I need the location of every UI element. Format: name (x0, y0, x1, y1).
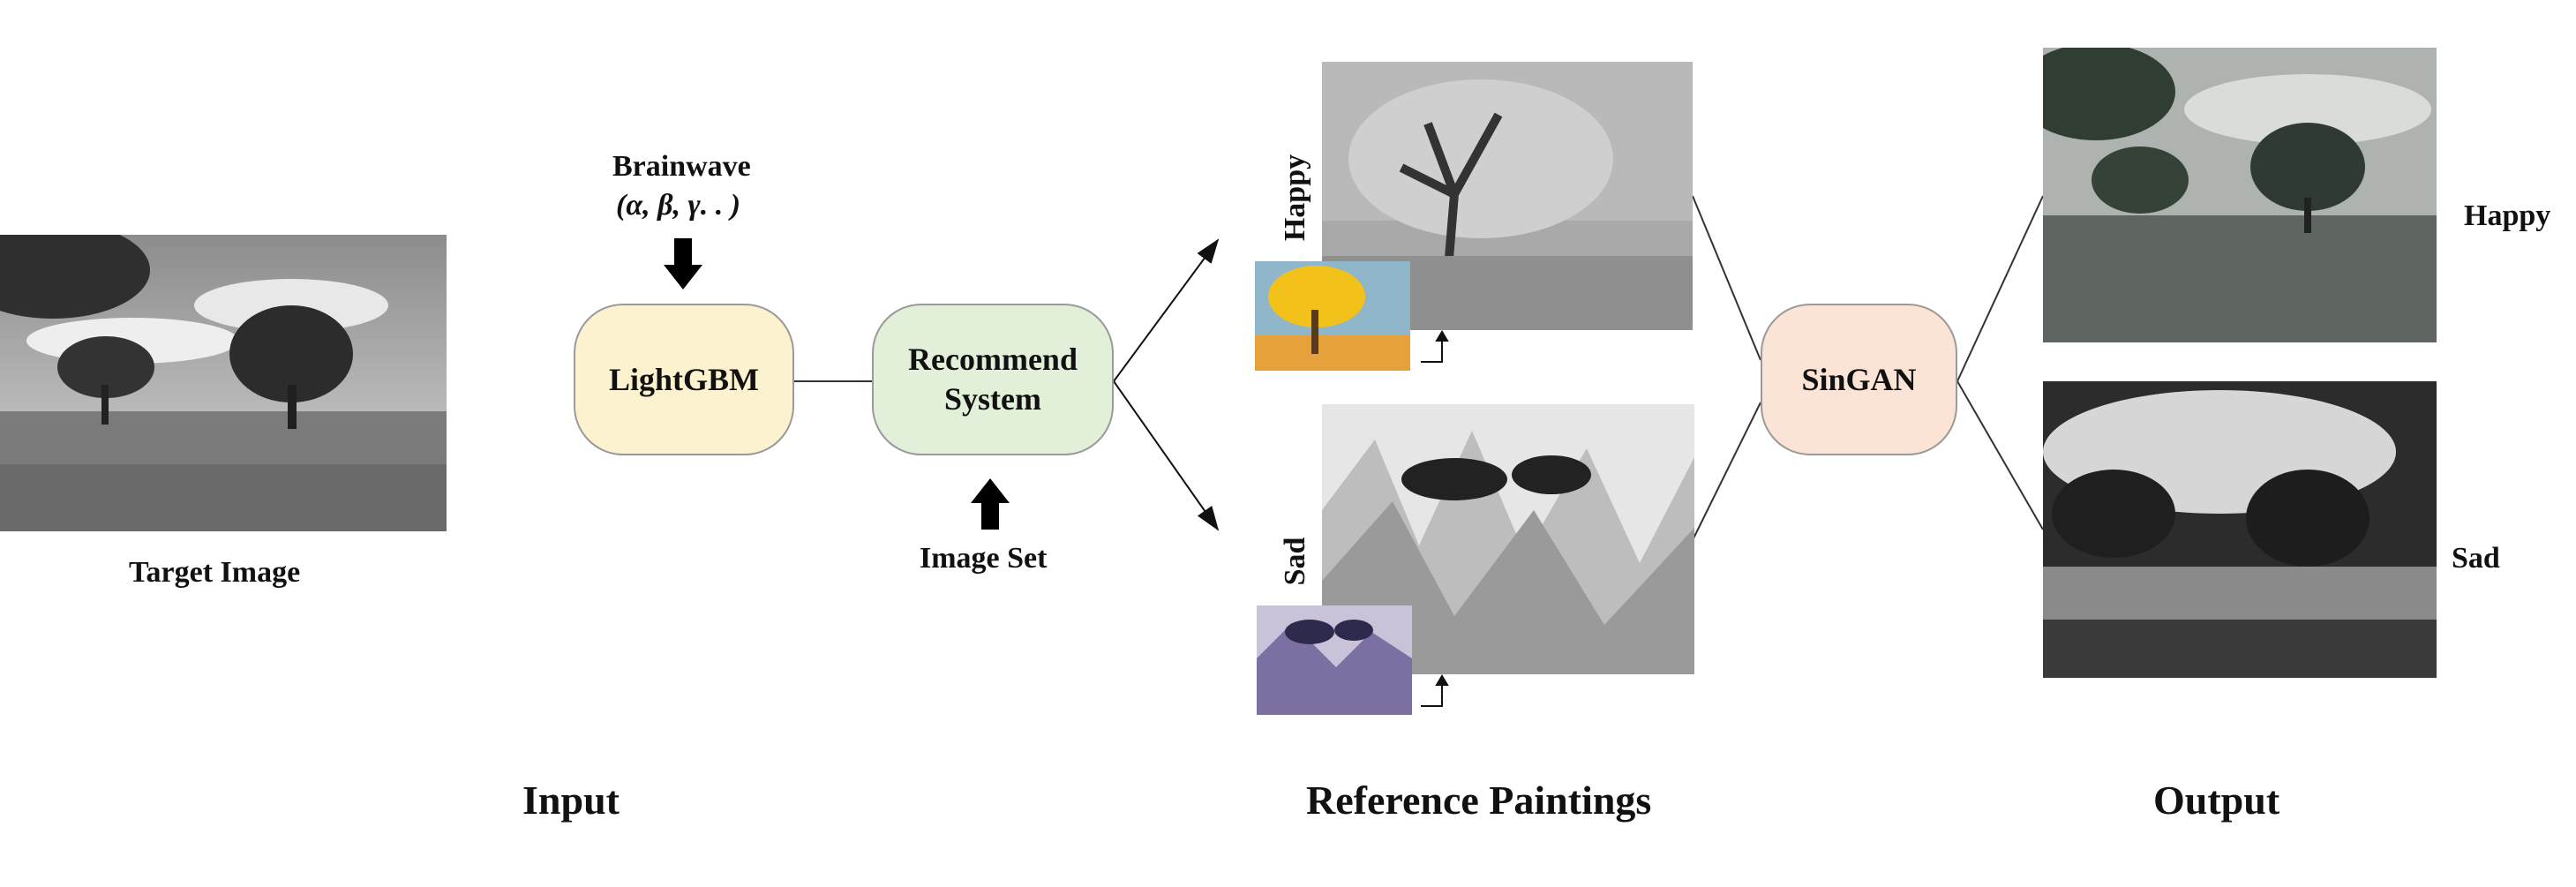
target-image (0, 235, 447, 531)
recommend-label-line2: System (944, 381, 1041, 417)
edge-sad-singan (1692, 402, 1761, 541)
section-input-label: Input (522, 778, 620, 823)
reference-sad-label: Sad (1279, 537, 1311, 586)
recommend-label-line1: Recommend (908, 342, 1078, 377)
output-happy-label: Happy (2464, 199, 2551, 232)
lightgbm-label: LightGBM (608, 361, 759, 397)
brainwave-label: Brainwave (612, 150, 751, 183)
edge-recommend-happy (1113, 238, 1220, 382)
brainwave-symbols: (α, β, γ. . ) (616, 189, 741, 222)
recommend-system-node: Recommend System (872, 304, 1114, 455)
edge-singan-happy-output (1956, 195, 2044, 382)
edge-recommend-sad (1113, 380, 1220, 531)
corner-arrow-icon (1421, 330, 1449, 363)
corner-arrow-icon (1421, 674, 1449, 707)
section-reference-paintings-label: Reference Paintings (1306, 778, 1652, 823)
happy-style-thumbnail (1255, 261, 1410, 371)
target-image-label: Target Image (129, 556, 301, 589)
down-arrow-icon (664, 238, 702, 296)
edge-singan-sad-output (1956, 380, 2044, 530)
sad-output-image (2043, 381, 2437, 678)
section-output-label: Output (2153, 778, 2280, 823)
happy-output-image (2043, 48, 2437, 342)
image-set-label: Image Set (920, 542, 1048, 575)
singan-node: SinGAN (1761, 304, 1957, 455)
edge-happy-singan (1692, 195, 1761, 361)
singan-label: SinGAN (1801, 361, 1917, 397)
sad-style-thumbnail (1257, 605, 1412, 715)
reference-happy-label: Happy (1279, 154, 1311, 242)
up-arrow-icon (971, 477, 1010, 534)
lightgbm-node: LightGBM (574, 304, 794, 455)
output-sad-label: Sad (2452, 542, 2500, 575)
